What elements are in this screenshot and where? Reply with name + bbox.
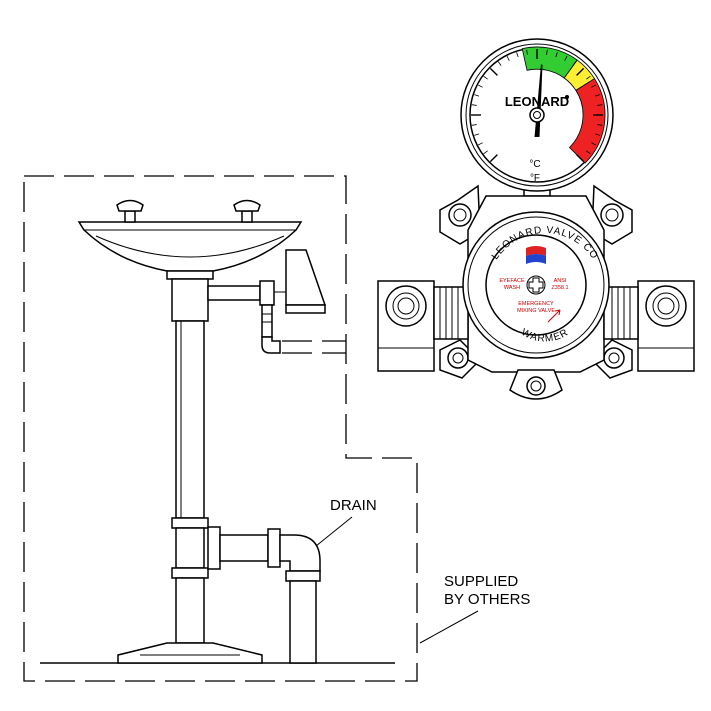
gauge-tick bbox=[497, 61, 502, 66]
gauge-tick bbox=[546, 49, 548, 55]
gauge-tick bbox=[594, 94, 600, 97]
valve-left-text-1: EYEFACE bbox=[499, 278, 525, 284]
gauge-ticks bbox=[471, 49, 603, 163]
gauge-danger-zone bbox=[568, 78, 606, 164]
valve-bottom-text-1: EMERGENCY bbox=[518, 301, 554, 307]
gauge-tick bbox=[474, 133, 480, 136]
valve-arc-bottom-text: WARMER bbox=[519, 327, 570, 345]
right-spray-head bbox=[233, 199, 261, 223]
left-spray-head bbox=[116, 199, 144, 223]
drain-label: DRAIN bbox=[330, 497, 377, 514]
gauge-tick bbox=[489, 154, 498, 163]
gauge-tick bbox=[483, 150, 488, 155]
gauge-tick bbox=[471, 104, 477, 106]
gauge-tick bbox=[586, 75, 591, 80]
valve-flag-logo bbox=[526, 246, 546, 264]
gauge-tick bbox=[572, 61, 577, 66]
gauge-tick bbox=[586, 150, 591, 155]
gauge-tick bbox=[591, 84, 596, 88]
drain-leader-line bbox=[315, 516, 353, 547]
valve-bottom-text-2: MIXING VALVE bbox=[517, 308, 555, 314]
gauge-tick bbox=[516, 52, 519, 58]
gauge-tick bbox=[489, 67, 498, 76]
registered-mark bbox=[565, 95, 569, 99]
eyewash-fountain bbox=[77, 199, 346, 664]
valve-right-text-2: Z358.1 bbox=[551, 285, 568, 291]
supplied-label-line2: BY OTHERS bbox=[444, 591, 530, 608]
gauge-tick bbox=[576, 154, 585, 163]
center-cross-icon bbox=[528, 277, 544, 293]
valve-right-text-1: ANSI bbox=[554, 278, 567, 284]
gauge-tick bbox=[555, 52, 558, 58]
gauge-tick bbox=[478, 142, 483, 146]
supplied-leader-line bbox=[419, 610, 479, 644]
gauge-unit-f: °F bbox=[530, 173, 540, 184]
gauge-brand: LEONARD bbox=[505, 94, 569, 109]
gauge-tick bbox=[594, 133, 600, 136]
gauge-tick bbox=[506, 56, 510, 61]
gauge-tick bbox=[591, 142, 596, 146]
gauge-tick bbox=[471, 124, 477, 126]
gauge-tick bbox=[526, 49, 528, 55]
valve-arrow-icon bbox=[547, 309, 561, 323]
gauge-tick bbox=[474, 94, 480, 97]
gauge-unit-c: °C bbox=[529, 159, 540, 170]
gauge-tick bbox=[564, 56, 568, 61]
mixing-valve: LEONARD VALVE CO WARMER EYEFACE WASH ANS… bbox=[377, 184, 695, 400]
gauge-tick bbox=[597, 104, 603, 106]
gauge-tick bbox=[478, 84, 483, 88]
supplied-label-line1: SUPPLIED bbox=[444, 573, 518, 590]
gauge-tick bbox=[483, 75, 488, 80]
gauge-tick bbox=[576, 67, 585, 76]
temperature-gauge: LEONARD °C °F bbox=[460, 38, 614, 197]
supplied-by-others-boundary bbox=[23, 175, 418, 682]
valve-left-text-2: WASH bbox=[504, 285, 520, 291]
gauge-tick bbox=[597, 124, 603, 126]
